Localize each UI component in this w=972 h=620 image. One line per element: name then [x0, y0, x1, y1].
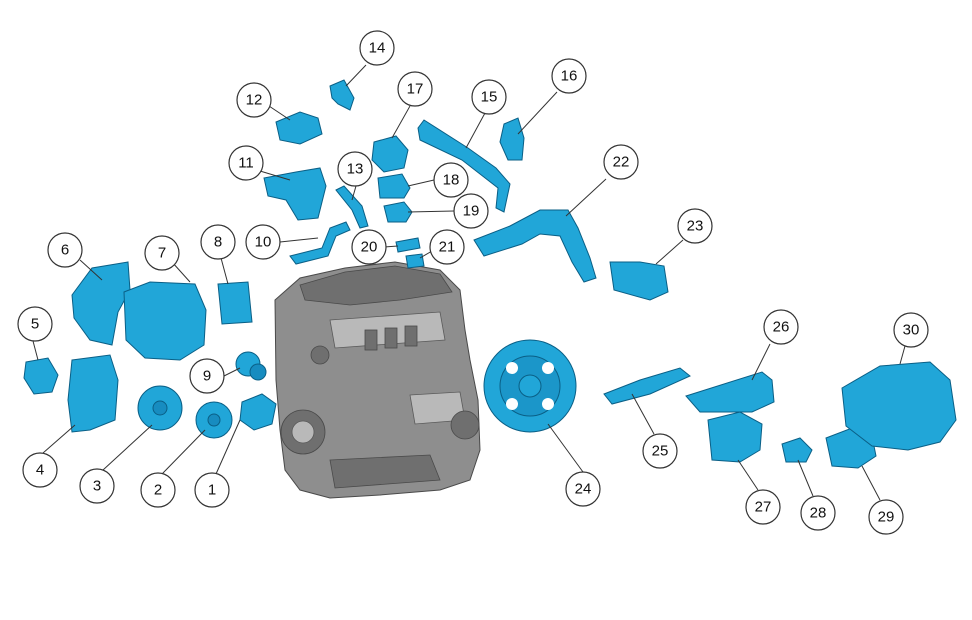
part-6 — [71, 261, 131, 346]
callout-5: 5 — [17, 306, 53, 342]
callout-label: 2 — [154, 482, 162, 499]
callout-label: 29 — [878, 509, 895, 526]
callout-22: 22 — [603, 144, 639, 180]
callout-label: 10 — [255, 234, 272, 251]
part-21 — [405, 253, 425, 269]
part-14 — [329, 79, 355, 111]
callout-6: 6 — [47, 232, 83, 268]
callout-28: 28 — [800, 495, 836, 531]
callout-26: 26 — [763, 309, 799, 345]
part-4 — [67, 354, 119, 433]
callout-label: 14 — [369, 40, 386, 57]
callout-4: 4 — [22, 452, 58, 488]
part-23 — [609, 261, 669, 301]
part-5 — [23, 357, 59, 395]
callout-label: 19 — [463, 203, 480, 220]
callout-label: 4 — [36, 462, 44, 479]
callout-13: 13 — [337, 151, 373, 187]
callout-label: 1 — [208, 482, 216, 499]
callout-label: 21 — [439, 239, 456, 256]
callout-29: 29 — [868, 499, 904, 535]
part-2 — [195, 401, 233, 439]
callout-21: 21 — [429, 229, 465, 265]
part-3 — [137, 385, 183, 431]
part-24 — [483, 339, 577, 433]
part-10 — [289, 221, 351, 265]
callout-label: 6 — [61, 242, 69, 259]
callout-20: 20 — [351, 229, 387, 265]
part-28 — [781, 437, 813, 463]
callout-25: 25 — [642, 433, 678, 469]
part-19 — [383, 201, 413, 223]
part-11 — [263, 167, 327, 221]
callout-label: 15 — [481, 89, 498, 106]
callout-label: 26 — [773, 319, 790, 336]
callout-3: 3 — [79, 468, 115, 504]
parts-group — [23, 79, 957, 469]
part-25 — [603, 367, 691, 405]
callout-18: 18 — [433, 162, 469, 198]
part-13 — [335, 185, 369, 229]
callout-17: 17 — [397, 71, 433, 107]
part-8 — [217, 281, 253, 325]
callout-19: 19 — [453, 193, 489, 229]
callout-label: 8 — [214, 234, 222, 251]
callout-1: 1 — [194, 472, 230, 508]
engine-block — [274, 261, 481, 499]
part-20 — [395, 237, 421, 253]
callout-label: 16 — [561, 68, 578, 85]
callout-11: 11 — [228, 145, 264, 181]
callout-label: 3 — [93, 478, 101, 495]
callout-label: 30 — [903, 322, 920, 339]
part-27 — [707, 411, 763, 463]
part-9 — [235, 351, 267, 381]
callout-label: 12 — [246, 92, 263, 109]
callout-12: 12 — [236, 82, 272, 118]
part-12 — [275, 111, 323, 145]
callout-label: 20 — [361, 239, 378, 256]
part-26 — [685, 371, 775, 413]
part-16 — [499, 117, 525, 161]
part-22 — [473, 209, 597, 283]
part-1 — [239, 393, 277, 431]
callout-label: 9 — [203, 368, 211, 385]
callout-label: 27 — [755, 499, 772, 516]
part-18 — [377, 173, 411, 199]
callout-label: 22 — [613, 154, 630, 171]
callout-label: 25 — [652, 443, 669, 460]
callout-14: 14 — [359, 30, 395, 66]
part-7 — [123, 281, 207, 361]
callout-8: 8 — [200, 224, 236, 260]
callout-label: 24 — [575, 481, 592, 498]
callout-2: 2 — [140, 472, 176, 508]
callout-label: 23 — [687, 218, 704, 235]
callout-label: 18 — [443, 172, 460, 189]
callout-10: 10 — [245, 224, 281, 260]
callout-27: 27 — [745, 489, 781, 525]
callout-9: 9 — [189, 358, 225, 394]
callout-30: 30 — [893, 312, 929, 348]
leader-lines — [32, 64, 906, 501]
part-30 — [841, 361, 957, 451]
callout-label: 7 — [158, 245, 166, 262]
part-15 — [417, 119, 511, 213]
callout-23: 23 — [677, 208, 713, 244]
callout-24: 24 — [565, 471, 601, 507]
callout-16: 16 — [551, 58, 587, 94]
callouts: 1 2 3 4 5 6 7 8 9 10 11 12 13 14 15 16 1… — [17, 30, 929, 535]
callout-label: 28 — [810, 505, 827, 522]
callout-label: 13 — [347, 161, 364, 178]
callout-label: 5 — [31, 316, 39, 333]
callout-7: 7 — [144, 235, 180, 271]
part-17 — [371, 135, 409, 173]
callout-label: 17 — [407, 81, 424, 98]
callout-15: 15 — [471, 79, 507, 115]
callout-label: 11 — [238, 155, 254, 172]
